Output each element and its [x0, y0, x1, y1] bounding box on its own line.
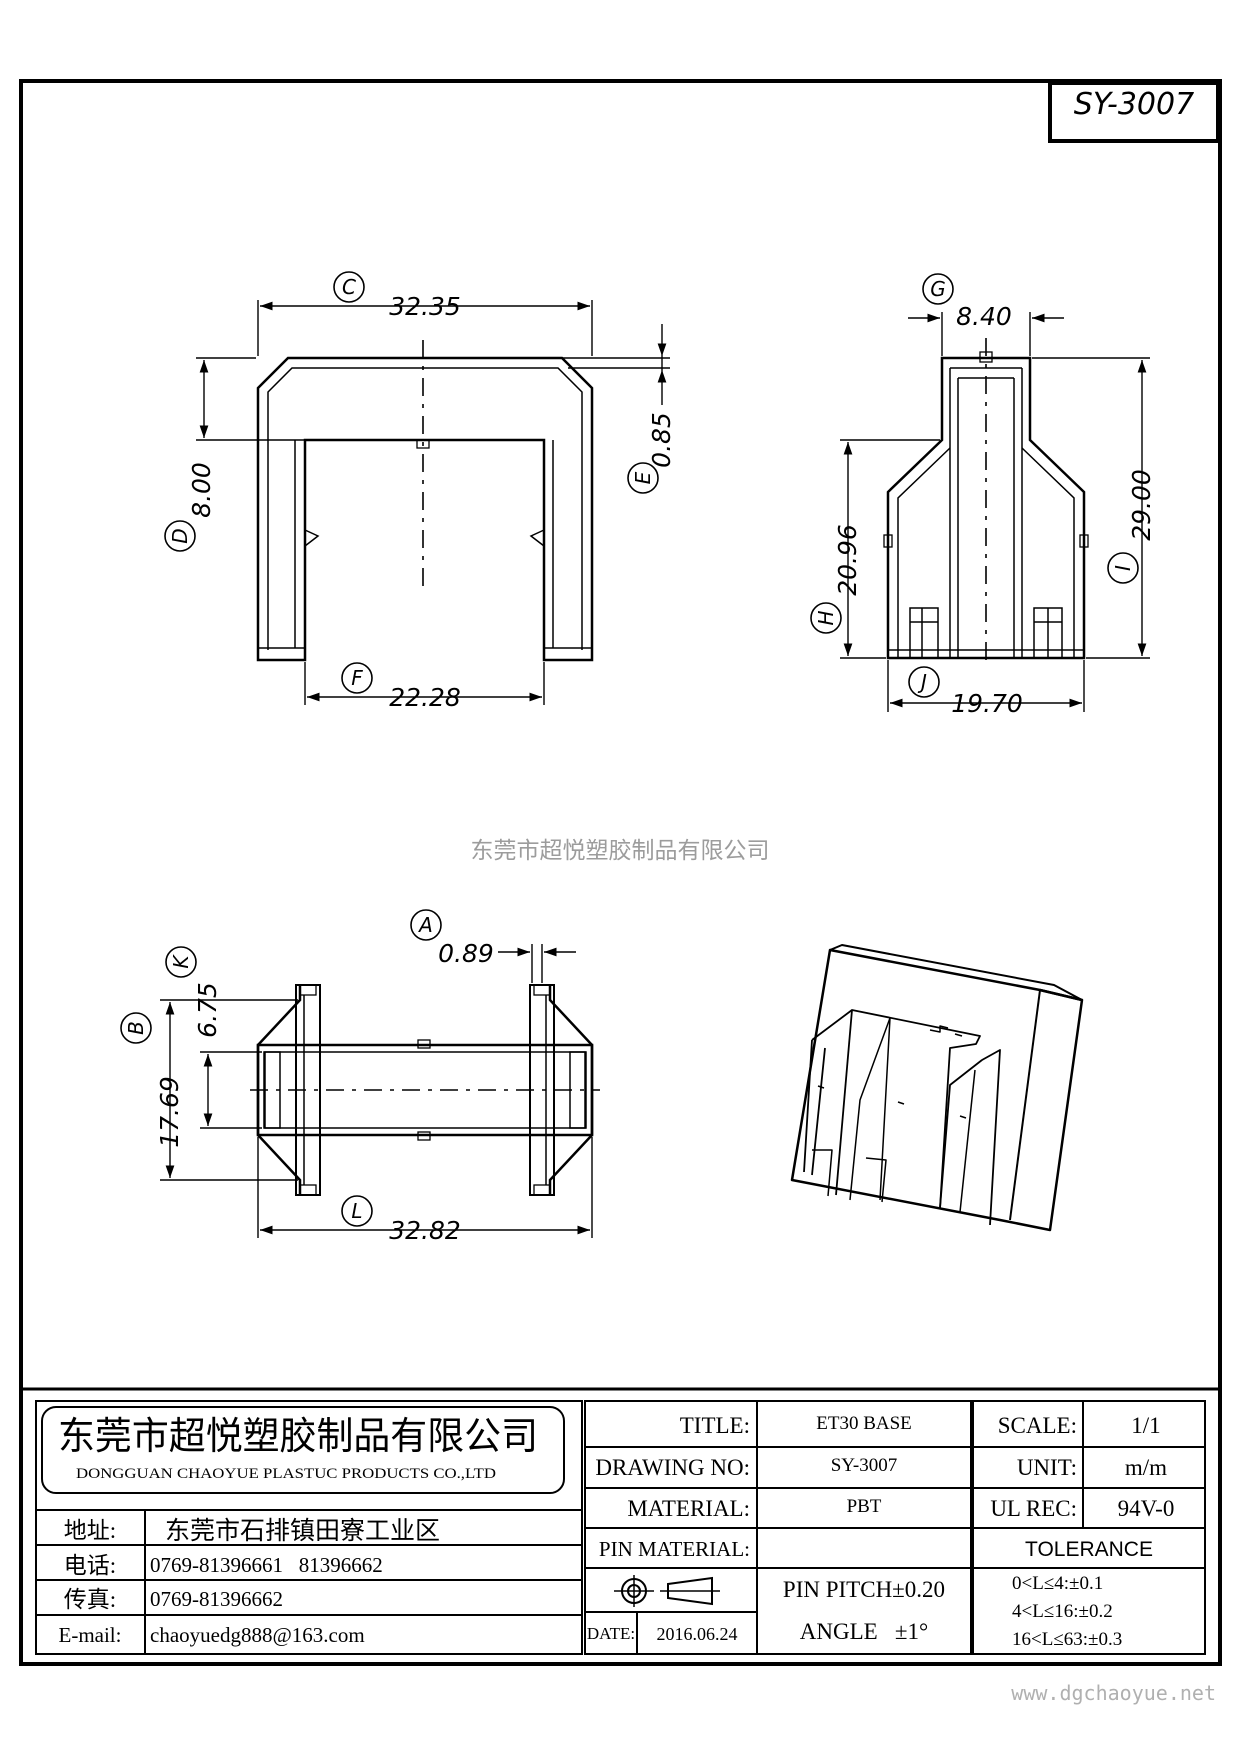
front-view: C 32.35 8.00 D 0.85 E F 22.28: [164, 271, 676, 712]
date-value: 2016.06.24: [657, 1624, 738, 1644]
dim-k-value: 6.75: [193, 982, 222, 1038]
material-value: PBT: [847, 1496, 882, 1517]
dim-h-value: 20.96: [833, 524, 862, 596]
dim-b-value: 17.69: [155, 1076, 184, 1148]
dim-j-value: 19.70: [951, 689, 1023, 718]
fax: 0769-81396662: [150, 1587, 283, 1611]
dim-e-label: E: [631, 471, 655, 484]
dim-e-value: 0.85: [647, 412, 676, 468]
date-label: DATE:: [587, 1624, 635, 1643]
scale-label: SCALE:: [998, 1413, 1077, 1438]
first-angle-projection-icon: [614, 1575, 720, 1607]
title-value: ET30 BASE: [816, 1413, 912, 1434]
fax-label: 传真:: [64, 1587, 116, 1612]
title-label: TITLE:: [680, 1413, 750, 1438]
drawing-no-label: DRAWING NO:: [595, 1455, 750, 1480]
tolerance-row: 16<L≤63:±0.3: [1012, 1629, 1122, 1650]
dim-c-value: 32.35: [389, 292, 461, 321]
angle: ANGLE ±1°: [800, 1619, 929, 1644]
company-logo-frame: [41, 1406, 565, 1494]
isometric-view: [790, 944, 1084, 1232]
dim-g-value: 8.40: [956, 302, 1012, 331]
dim-l-value: 32.82: [389, 1216, 461, 1245]
outer-border: [19, 79, 1222, 1666]
unit-value: m/m: [1125, 1455, 1167, 1480]
dim-i-label: I: [1111, 565, 1135, 571]
dim-c-label: C: [342, 275, 356, 299]
drawing-id-box: SY-3007: [1048, 81, 1220, 143]
address: 东莞市石排镇田寮工业区: [165, 1517, 440, 1545]
center-watermark: 东莞市超悦塑胶制品有限公司: [471, 838, 770, 864]
material-label: MATERIAL:: [627, 1496, 750, 1521]
ul-rec-value: 94V-0: [1118, 1496, 1175, 1521]
dim-i-value: 29.00: [1127, 469, 1156, 541]
company-block: [35, 1400, 583, 1655]
dim-d-value: 8.00: [187, 462, 216, 518]
phone: 0769-81396661 81396662: [150, 1553, 383, 1577]
email-label: E-mail:: [59, 1623, 122, 1647]
dim-a-value: 0.89: [438, 939, 494, 968]
address-label: 地址:: [64, 1518, 116, 1543]
drawing-no-value: SY-3007: [831, 1455, 898, 1476]
dim-h-label: H: [814, 610, 838, 625]
dim-f-value: 22.28: [389, 683, 461, 712]
top-view: A 0.89 17.69 B 6.75 K L 32.82: [120, 909, 600, 1245]
dim-b-label: B: [124, 1021, 148, 1035]
pin-material-label: PIN MATERIAL:: [599, 1537, 750, 1561]
side-view: G 8.40 20.96 H 29.00 I J 19.70: [810, 273, 1156, 718]
scale-value: 1/1: [1131, 1413, 1160, 1438]
ul-rec-label: UL REC:: [990, 1496, 1077, 1521]
dim-d-label: D: [168, 528, 192, 543]
dim-l-label: L: [351, 1199, 362, 1223]
corner-watermark: www.dgchaoyue.net: [1011, 1681, 1216, 1705]
dim-f-label: F: [351, 666, 363, 690]
pin-pitch: PIN PITCH±0.20: [783, 1577, 945, 1602]
tolerance-row: 0<L≤4:±0.1: [1012, 1573, 1103, 1594]
tolerance-row: 4<L≤16:±0.2: [1012, 1601, 1113, 1622]
dim-g-label: G: [930, 277, 946, 301]
title-block: 东莞市超悦塑胶制品有限公司 DONGGUAN CHAOYUE PLASTUC P…: [21, 1387, 1220, 1655]
drawing-id: SY-3007: [1074, 87, 1194, 122]
dim-k-label: K: [169, 954, 193, 969]
phone-label: 电话:: [64, 1553, 116, 1578]
tolerance-title: TOLERANCE: [1025, 1538, 1153, 1561]
dim-a-label: A: [417, 913, 433, 937]
company-name-en: DONGGUAN CHAOYUE PLASTUC PRODUCTS CO.,LT…: [76, 1466, 496, 1482]
company-name-cn: 东莞市超悦塑胶制品有限公司: [58, 1416, 538, 1458]
unit-label: UNIT:: [1017, 1455, 1077, 1480]
email: chaoyuedg888@163.com: [150, 1623, 365, 1647]
dim-j-label: J: [917, 670, 927, 694]
